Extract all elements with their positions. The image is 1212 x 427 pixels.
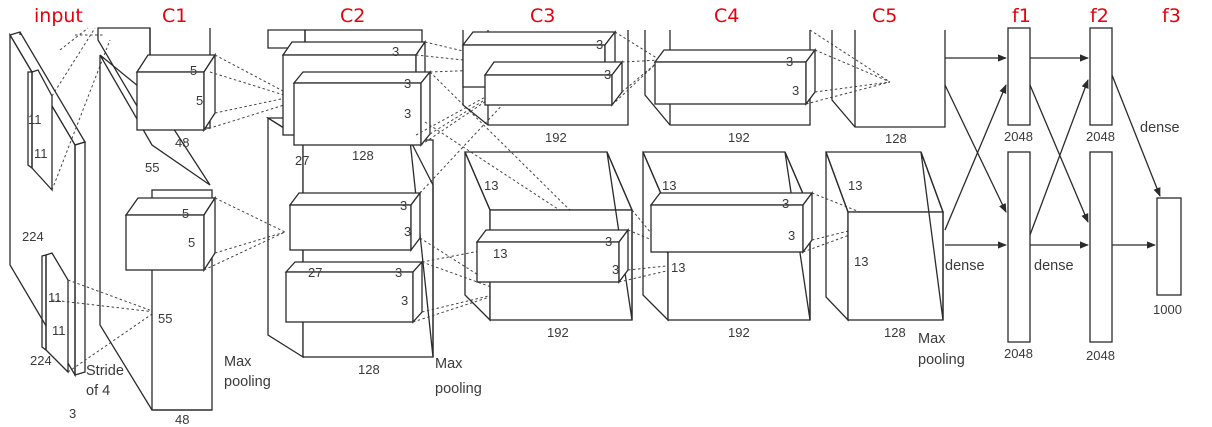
c5-maxpool-max: Max (918, 331, 946, 347)
c3-bottom-kernel-3b: 3 (612, 262, 619, 277)
c3-depth-192-top: 192 (545, 130, 567, 145)
c5-depth-128-bottom: 128 (884, 325, 906, 340)
c3-bottom-kernel-3a: 3 (605, 234, 612, 249)
c3-depth-192-bottom: 192 (547, 325, 569, 340)
c2-bottom-kernel-3d: 3 (401, 293, 408, 308)
c4-size-13-b: 13 (671, 260, 685, 275)
c4-depth-192-top: 192 (728, 130, 750, 145)
fc-layers: 2048 2048 2048 2048 1000 dense dense den… (944, 27, 1182, 363)
c3-size-13: 13 (484, 178, 498, 193)
c1-size-55-b: 55 (158, 311, 172, 326)
header-c2: C2 (340, 5, 365, 27)
input-kernel-11a: 11 (28, 112, 42, 127)
c1-depth-48-bottom: 48 (175, 412, 189, 427)
c2-bottom-kernel-3c: 3 (395, 265, 402, 280)
f2-top-bar (1089, 27, 1113, 126)
input-size-224-side: 224 (22, 229, 44, 244)
f3-size: 1000 (1153, 302, 1182, 317)
c2-top-kernel-3c: 3 (404, 106, 411, 121)
input-layer: 11 11 224 224 11 11 3 Stride of 4 (9, 27, 156, 421)
c4-depth-192-bottom: 192 (728, 325, 750, 340)
c4-size-13-a: 13 (662, 178, 676, 193)
c2-top-kernel-3b: 3 (404, 76, 411, 91)
c5-depth-128-top: 128 (885, 131, 907, 146)
c3-top-kernel-3a: 3 (596, 37, 603, 52)
f2-top-size: 2048 (1086, 129, 1115, 144)
c2-bottom-kernel-3b: 3 (404, 224, 411, 239)
header-c1: C1 (162, 5, 187, 27)
c4-bottom-kernel-3a: 3 (782, 196, 789, 211)
f1-bottom-bar (1007, 151, 1031, 343)
c2-layer: 3 3 3 27 128 3 3 27 3 3 128 Max pooling (265, 29, 591, 397)
c2-bottom-27: 27 (308, 265, 322, 280)
c5-maxpool-pooling: pooling (918, 352, 965, 368)
c5-size-13-a: 13 (848, 178, 862, 193)
c5-size-13-b: 13 (854, 254, 868, 269)
c1-depth-48-top: 48 (175, 135, 189, 150)
c2-maxpool-max: Max (435, 356, 463, 372)
c2-depth-128-bottom: 128 (358, 362, 380, 377)
input-size-224-bottom: 224 (30, 353, 52, 368)
f1-bottom-size: 2048 (1004, 346, 1033, 361)
c2-depth-128-top: 128 (352, 148, 374, 163)
c1-top-kernel-5b: 5 (196, 93, 203, 108)
header-input: input (34, 5, 83, 27)
f1-top-bar (1007, 27, 1031, 126)
c1-size-55-a: 55 (145, 160, 159, 175)
dense-label-a: dense (945, 258, 985, 274)
dense-label-c: dense (1140, 120, 1180, 136)
c1-maxpool-max: Max (224, 354, 252, 370)
c4-bottom-kernel-3b: 3 (788, 228, 795, 243)
input-kernel-11c: 11 (48, 290, 62, 305)
header-f3: f3 (1162, 5, 1181, 27)
c3-bottom-13: 13 (493, 246, 507, 261)
stride-of4-label: of 4 (86, 383, 110, 399)
c4-layer: 3 3 192 13 3 3 13 192 (642, 29, 891, 340)
c2-top-kernel-3a: 3 (392, 44, 399, 59)
header-c3: C3 (530, 5, 555, 27)
c2-bottom-kernel-3a: 3 (400, 198, 407, 213)
header-f1: f1 (1012, 5, 1031, 27)
f3-bar (1156, 197, 1182, 296)
input-depth-3: 3 (69, 406, 76, 421)
f2-bottom-size: 2048 (1086, 348, 1115, 363)
c1-bottom-kernel-5a: 5 (182, 206, 189, 221)
c4-top-kernel-3a: 3 (786, 54, 793, 69)
c1-layer: 5 5 48 55 5 5 55 48 Max pooling (97, 27, 301, 427)
c4-top-kernel-3b: 3 (792, 83, 799, 98)
stride-label: Stride (86, 363, 124, 379)
header-c4: C4 (714, 5, 739, 27)
dense-label-b: dense (1034, 258, 1074, 274)
header-c5: C5 (872, 5, 897, 27)
input-kernel-11d: 11 (52, 323, 66, 338)
f1-top-size: 2048 (1004, 129, 1033, 144)
f2-bottom-bar (1089, 151, 1113, 343)
c3-top-kernel-3b: 3 (604, 67, 611, 82)
c1-bottom-kernel-5b: 5 (188, 235, 195, 250)
c5-layer: 128 13 13 128 Max pooling (825, 30, 965, 368)
c1-top-kernel-5a: 5 (190, 63, 197, 78)
c1-maxpool-pooling: pooling (224, 374, 271, 390)
c2-size-27: 27 (295, 153, 309, 168)
header-f2: f2 (1090, 5, 1109, 27)
c2-maxpool-pooling: pooling (435, 381, 482, 397)
input-kernel-11b: 11 (34, 146, 48, 161)
column-headers: input C1 C2 C3 C4 C5 f1 f2 f3 (34, 5, 1181, 27)
c3-layer: 3 3 192 13 13 3 3 192 (461, 30, 706, 340)
